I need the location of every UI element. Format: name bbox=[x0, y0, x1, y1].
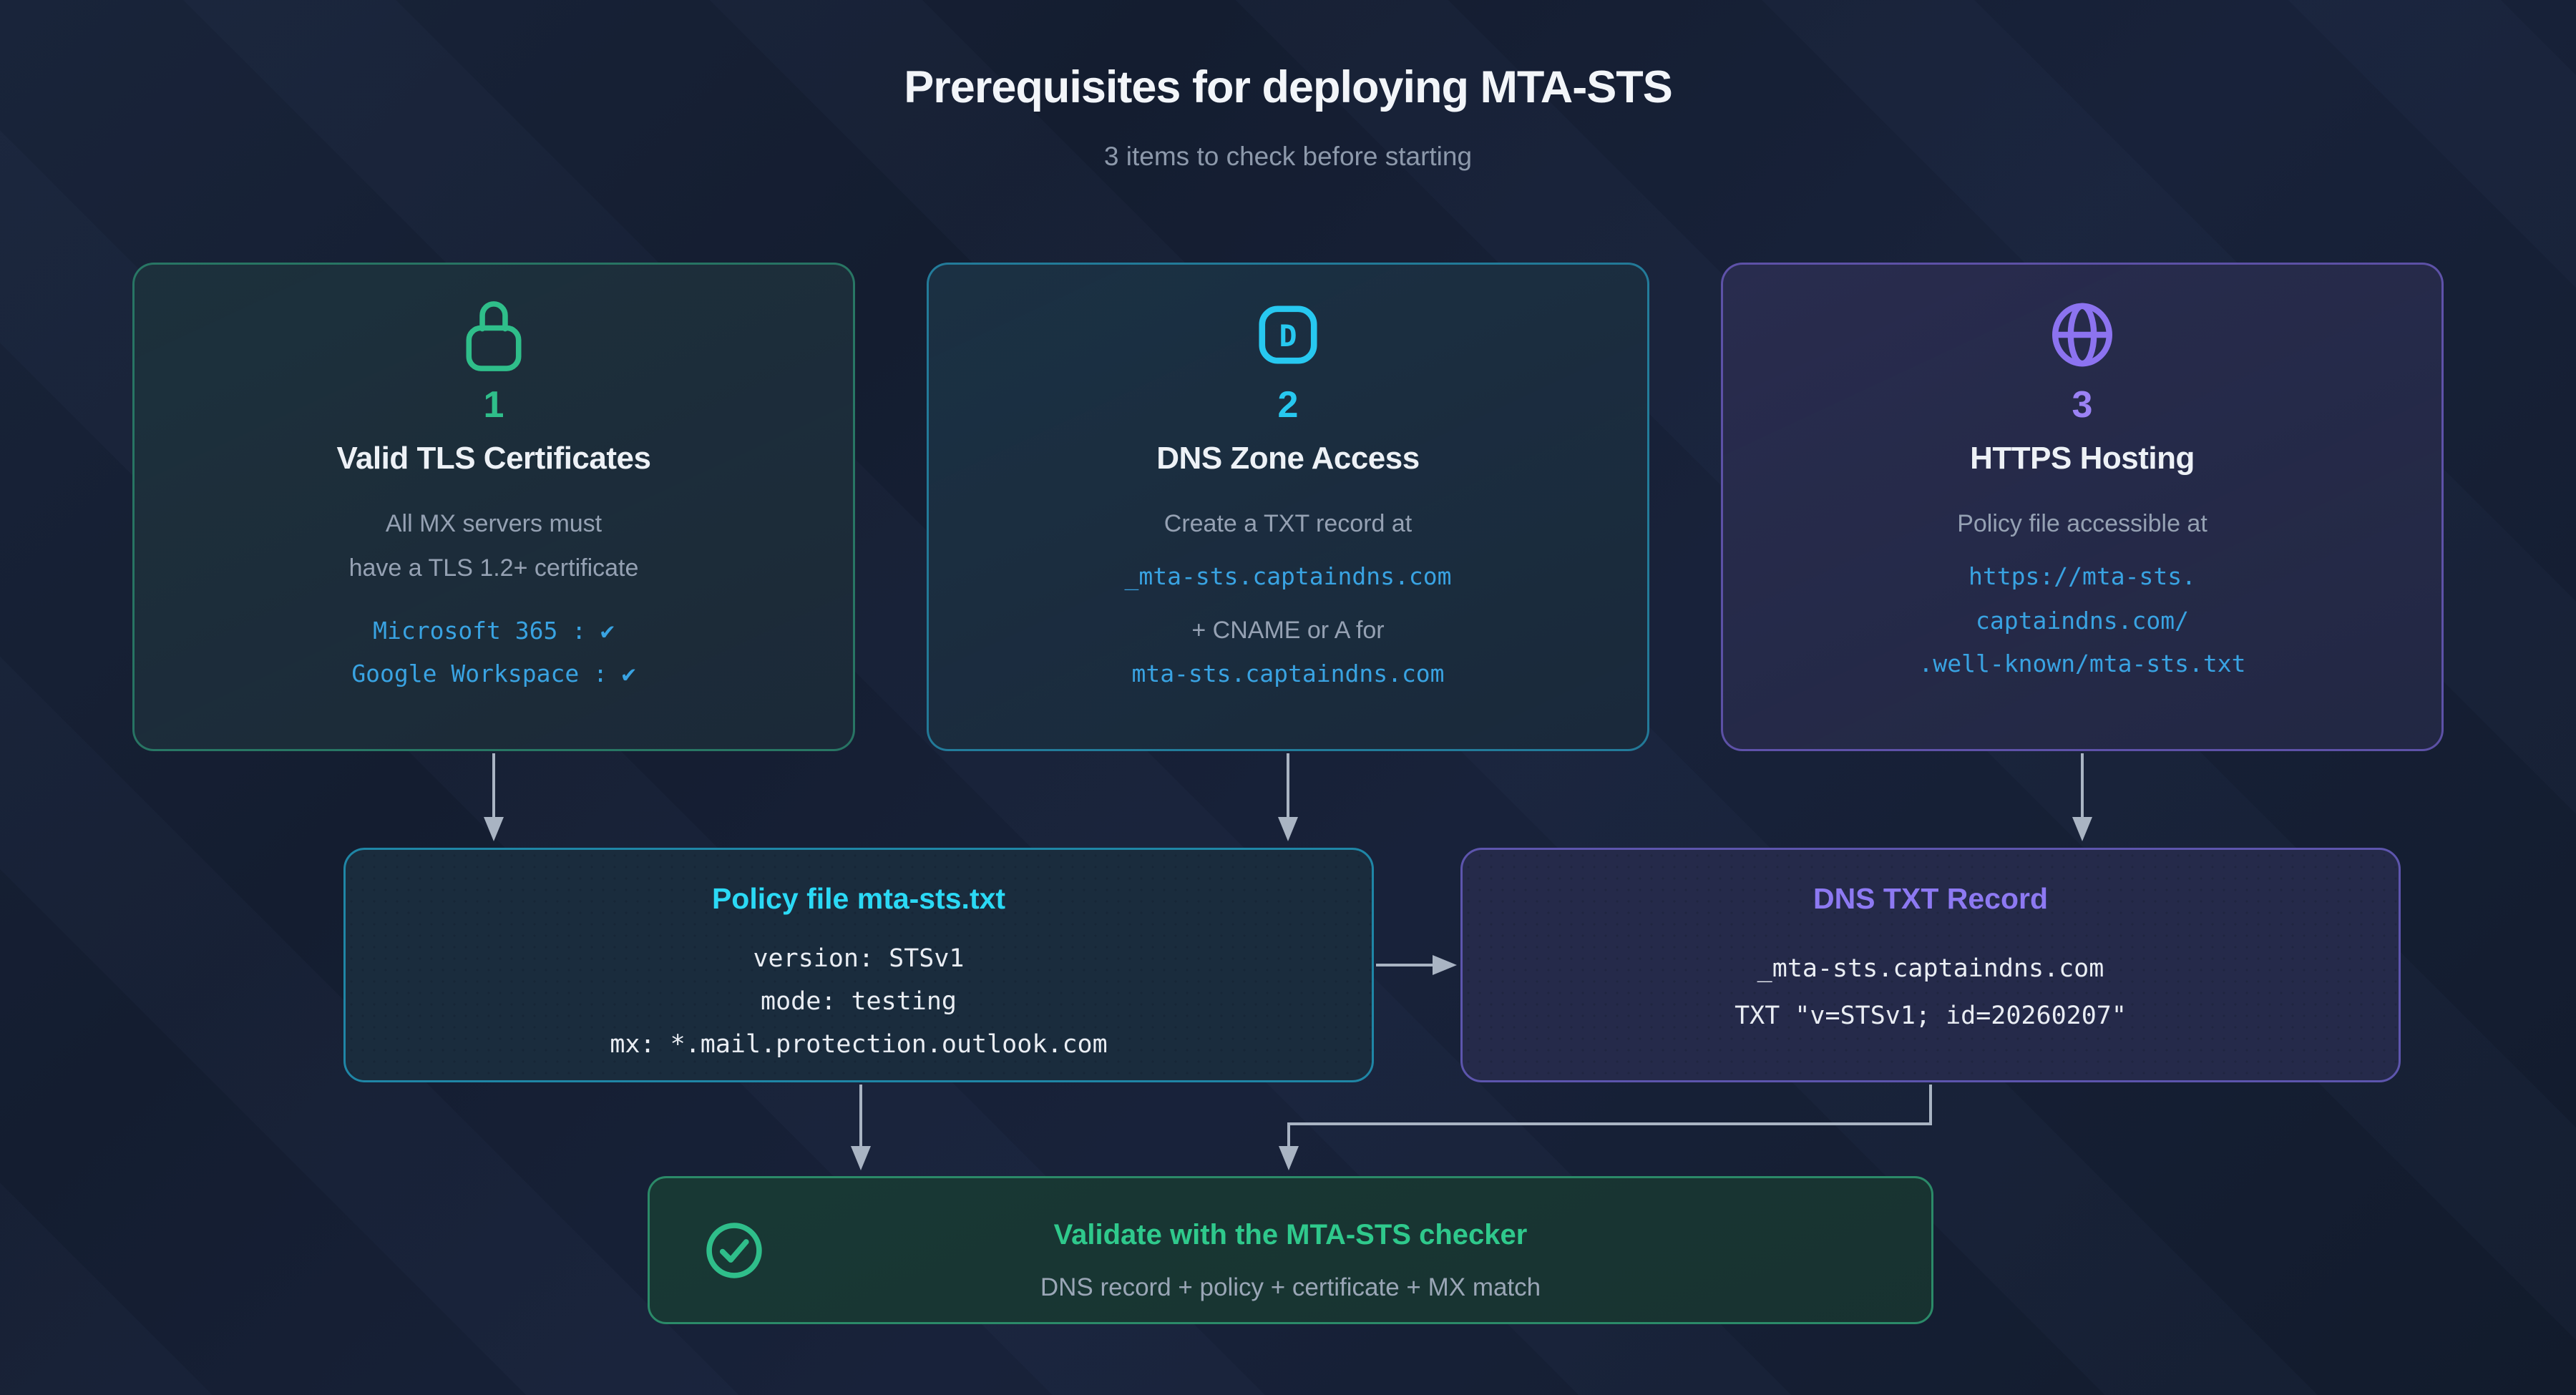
dns-txt-record-box: DNS TXT Record _mta-sts.captaindns.com T… bbox=[1460, 848, 2401, 1082]
card-mono-line: Microsoft 365 : ✔ bbox=[373, 617, 615, 645]
card-body-line: have a TLS 1.2+ certificate bbox=[348, 554, 639, 582]
arrowhead-down-icon bbox=[851, 1146, 871, 1170]
policy-line: mode: testing bbox=[761, 987, 957, 1016]
lock-icon bbox=[135, 293, 853, 376]
dns-badge-letter: D bbox=[1279, 318, 1297, 353]
card-mono-line: https://mta-sts. bbox=[1968, 562, 2196, 590]
validate-title: Validate with the MTA-STS checker bbox=[1053, 1219, 1528, 1250]
arrowhead-right-icon bbox=[1433, 955, 1457, 975]
validate-subtitle: DNS record + policy + certificate + MX m… bbox=[1040, 1273, 1541, 1301]
page-subtitle: 3 items to check before starting bbox=[1103, 142, 1473, 171]
arrowhead-down-icon bbox=[1278, 817, 1298, 841]
card-number: 2 bbox=[1277, 384, 1299, 426]
card-number: 1 bbox=[483, 384, 504, 426]
card-body-line: Create a TXT record at bbox=[1163, 510, 1413, 537]
validate-box: Validate with the MTA-STS checker DNS re… bbox=[648, 1176, 1933, 1324]
card-https-hosting: 3 HTTPS Hosting Policy file accessible a… bbox=[1721, 263, 2444, 751]
policy-line: mx: *.mail.protection.outlook.com bbox=[610, 1030, 1108, 1059]
arrowhead-down-icon bbox=[2072, 817, 2092, 841]
dns-badge-icon: D bbox=[929, 293, 1647, 376]
card-dns-zone-access: D 2 DNS Zone Access Create a TXT record … bbox=[927, 263, 1649, 751]
dns-record-line: _mta-sts.captaindns.com bbox=[1757, 954, 2104, 983]
policy-file-title: Policy file mta-sts.txt bbox=[711, 882, 1006, 915]
policy-file-box: Policy file mta-sts.txt version: STSv1 m… bbox=[343, 848, 1374, 1082]
card-mono-line: Google Workspace : ✔ bbox=[351, 660, 636, 687]
card-title: DNS Zone Access bbox=[1156, 441, 1420, 476]
card-body-line: Policy file accessible at bbox=[1957, 510, 2207, 537]
page-title: Prerequisites for deploying MTA-STS bbox=[904, 62, 1672, 112]
card-mono-line: mta-sts.captaindns.com bbox=[1131, 660, 1445, 687]
card-body-line: + CNAME or A for bbox=[1191, 617, 1385, 644]
card-tls-certificates: 1 Valid TLS Certificates All MX servers … bbox=[132, 263, 855, 751]
dns-record-line: TXT "v=STSv1; id=20260207" bbox=[1735, 1002, 2127, 1030]
card-mono-line: captaindns.com/ bbox=[1975, 607, 2189, 635]
arrowhead-down-icon bbox=[484, 817, 504, 841]
arrowhead-down-icon bbox=[1279, 1146, 1299, 1170]
card-mono-line: _mta-sts.captaindns.com bbox=[1124, 562, 1452, 590]
dns-txt-record-title: DNS TXT Record bbox=[1813, 882, 2049, 915]
arrow-dns-to-validate-elbow bbox=[1287, 1085, 1932, 1146]
card-body-line: All MX servers must bbox=[385, 510, 602, 537]
card-mono-line: .well-known/mta-sts.txt bbox=[1918, 650, 2246, 677]
card-number: 3 bbox=[2072, 384, 2093, 426]
policy-line: version: STSv1 bbox=[753, 944, 965, 973]
check-circle-icon bbox=[704, 1220, 764, 1284]
card-title: HTTPS Hosting bbox=[1970, 441, 2195, 476]
card-title: Valid TLS Certificates bbox=[336, 441, 651, 476]
globe-icon bbox=[1723, 293, 2441, 376]
